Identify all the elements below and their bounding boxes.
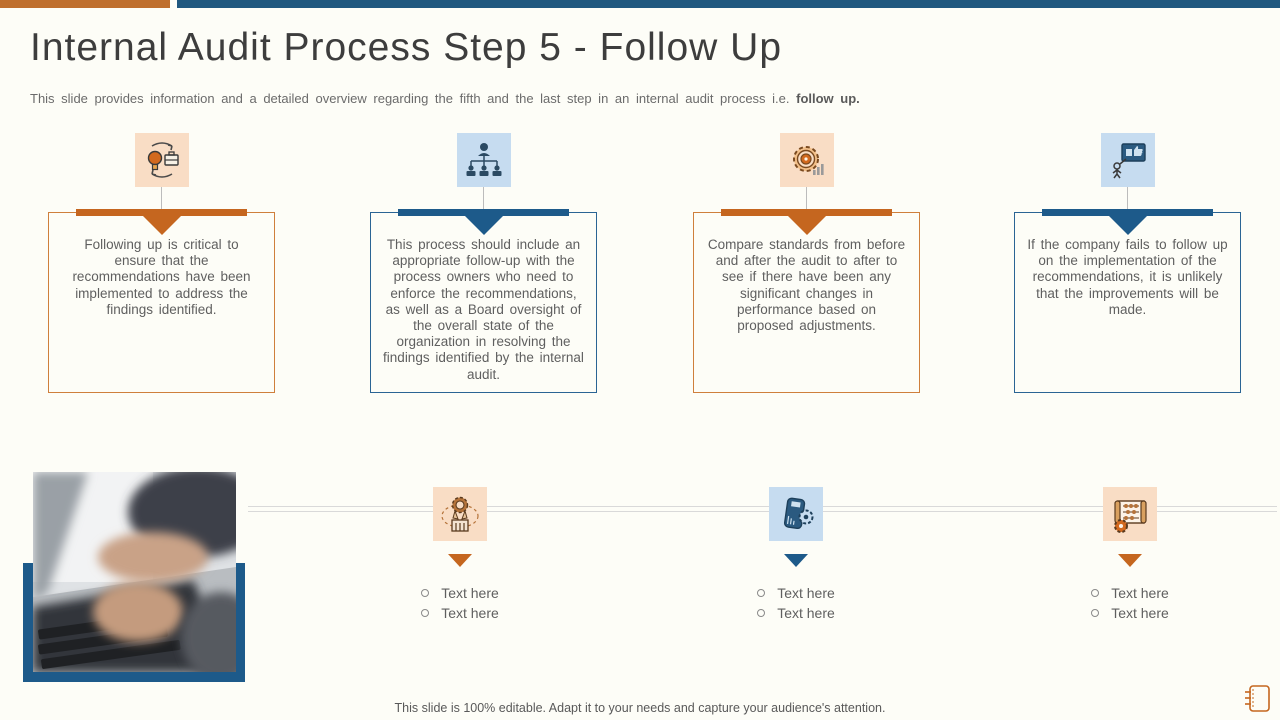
step-text-box-1: Following up is critical to ensure that … — [48, 209, 275, 393]
step-column-1: Following up is critical to ensure that … — [48, 133, 275, 393]
step-text-box-4: If the company fails to follow up on the… — [1014, 209, 1241, 393]
timeline-item-2: Text here Text here — [716, 487, 876, 621]
notebook-icon — [1245, 685, 1270, 712]
bullet-text: Text here — [1111, 605, 1169, 621]
step-column-3: Compare standards from before and after … — [693, 133, 920, 393]
down-arrow-icon — [464, 216, 503, 235]
down-arrow-icon — [787, 216, 826, 235]
down-arrow-icon — [784, 554, 808, 567]
circle-bullet-icon — [1091, 609, 1100, 617]
box-accent-bar — [1042, 209, 1213, 216]
subtitle-text: This slide provides information and a de… — [30, 91, 797, 106]
bullet-list: Text here Text here — [421, 585, 499, 621]
step-text-box-3: Compare standards from before and after … — [693, 209, 920, 393]
top-accent-bar-orange — [0, 0, 170, 8]
timeline-item-3: Text here Text here — [1050, 487, 1210, 621]
bullet-list: Text here Text here — [1091, 585, 1169, 621]
list-item: Text here — [1091, 585, 1169, 601]
connector-line — [1127, 187, 1128, 212]
circle-bullet-icon — [421, 609, 430, 617]
bullet-text: Text here — [1111, 585, 1169, 601]
circle-bullet-icon — [1091, 589, 1100, 597]
page-title: Internal Audit Process Step 5 - Follow U… — [30, 26, 783, 69]
bullet-text: Text here — [441, 605, 499, 621]
step-column-4: If the company fails to follow up on the… — [1014, 133, 1241, 393]
editable-note: This slide is 100% editable. Adapt it to… — [394, 701, 886, 715]
gear-performance-icon — [779, 133, 834, 187]
circle-bullet-icon — [757, 609, 766, 617]
bullet-text: Text here — [777, 585, 835, 601]
list-item: Text here — [421, 605, 499, 621]
subtitle-bold-text: follow up. — [796, 91, 860, 106]
top-accent-bar-blue — [177, 0, 1280, 8]
bulb-briefcase-sync-icon — [134, 133, 189, 187]
thumbs-up-board-icon — [1100, 133, 1155, 187]
list-item: Text here — [421, 585, 499, 601]
bullet-list: Text here Text here — [757, 585, 835, 621]
connector-line — [161, 187, 162, 212]
down-arrow-icon — [1108, 216, 1147, 235]
award-building-icon — [433, 487, 487, 541]
step-description: Compare standards from before and after … — [707, 237, 906, 334]
step-description: Following up is critical to ensure that … — [72, 237, 251, 317]
bullet-text: Text here — [777, 605, 835, 621]
circle-bullet-icon — [757, 589, 766, 597]
step-description: This process should include an appropria… — [383, 237, 584, 382]
down-arrow-icon — [448, 554, 472, 567]
down-arrow-icon — [1118, 554, 1142, 567]
timeline-item-1: Text here Text here — [380, 487, 540, 621]
plan-gear-icon — [1103, 487, 1157, 541]
box-accent-bar — [398, 209, 569, 216]
org-hierarchy-icon — [456, 133, 511, 187]
list-item: Text here — [1091, 605, 1169, 621]
list-item: Text here — [757, 605, 835, 621]
step-text-box-2: This process should include an appropria… — [370, 209, 597, 393]
box-accent-bar — [721, 209, 892, 216]
laptop-typing-photo — [33, 472, 236, 672]
device-gear-icon — [769, 487, 823, 541]
step-column-2: This process should include an appropria… — [370, 133, 597, 393]
box-accent-bar — [76, 209, 247, 216]
list-item: Text here — [757, 585, 835, 601]
slide-subtitle: This slide provides information and a de… — [30, 91, 860, 106]
connector-line — [806, 187, 807, 212]
connector-line — [483, 187, 484, 212]
circle-bullet-icon — [421, 589, 430, 597]
down-arrow-icon — [142, 216, 181, 235]
bullet-text: Text here — [441, 585, 499, 601]
timeline-line — [248, 506, 1277, 512]
step-description: If the company fails to follow up on the… — [1027, 237, 1228, 317]
